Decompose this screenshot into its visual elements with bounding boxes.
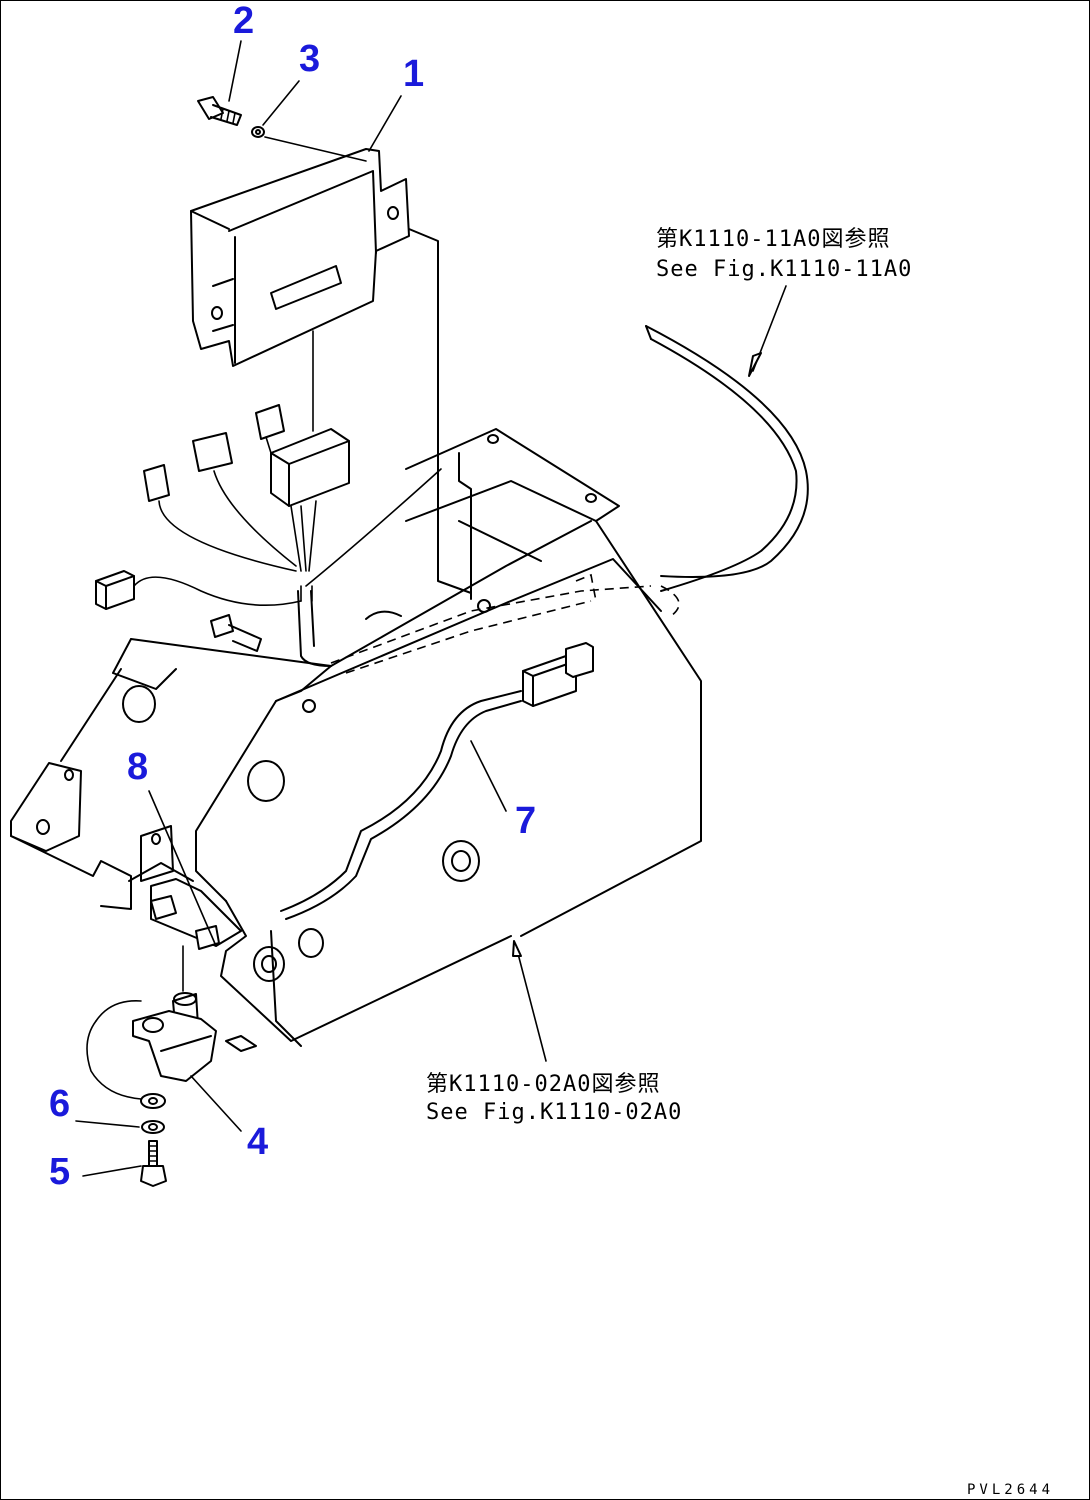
frame-body	[10, 428, 702, 1047]
callout-5: 5	[49, 1151, 70, 1193]
controller-unit	[190, 148, 410, 367]
reference-lower-en: See Fig.K1110-02A0	[426, 1100, 682, 1125]
callout-8: 8	[127, 746, 148, 788]
callout-4: 4	[247, 1121, 268, 1163]
reference-upper-jp: 第K1110-11A0図参照	[656, 227, 890, 252]
connectors	[95, 404, 350, 610]
reference-upper-en: See Fig.K1110-11A0	[656, 257, 912, 282]
callout-1: 1	[403, 53, 424, 95]
harness-part-7	[280, 642, 594, 920]
leader-lines	[75, 40, 787, 1177]
washer-part-6	[140, 1093, 166, 1134]
reference-lower-jp: 第K1110-02A0図参照	[426, 1072, 660, 1097]
hidden-harness	[330, 573, 680, 674]
callout-6: 6	[49, 1083, 70, 1125]
callout-3: 3	[299, 38, 320, 80]
bolt-part-2	[197, 96, 242, 126]
callout-7: 7	[515, 800, 536, 842]
callout-2: 2	[233, 1, 254, 42]
bolt-part-5	[140, 1140, 167, 1187]
washer-part-3	[251, 126, 265, 138]
sensor-part-4	[132, 878, 257, 1082]
drawing-code: PVL2644	[967, 1482, 1054, 1498]
upper-cable	[645, 325, 809, 592]
